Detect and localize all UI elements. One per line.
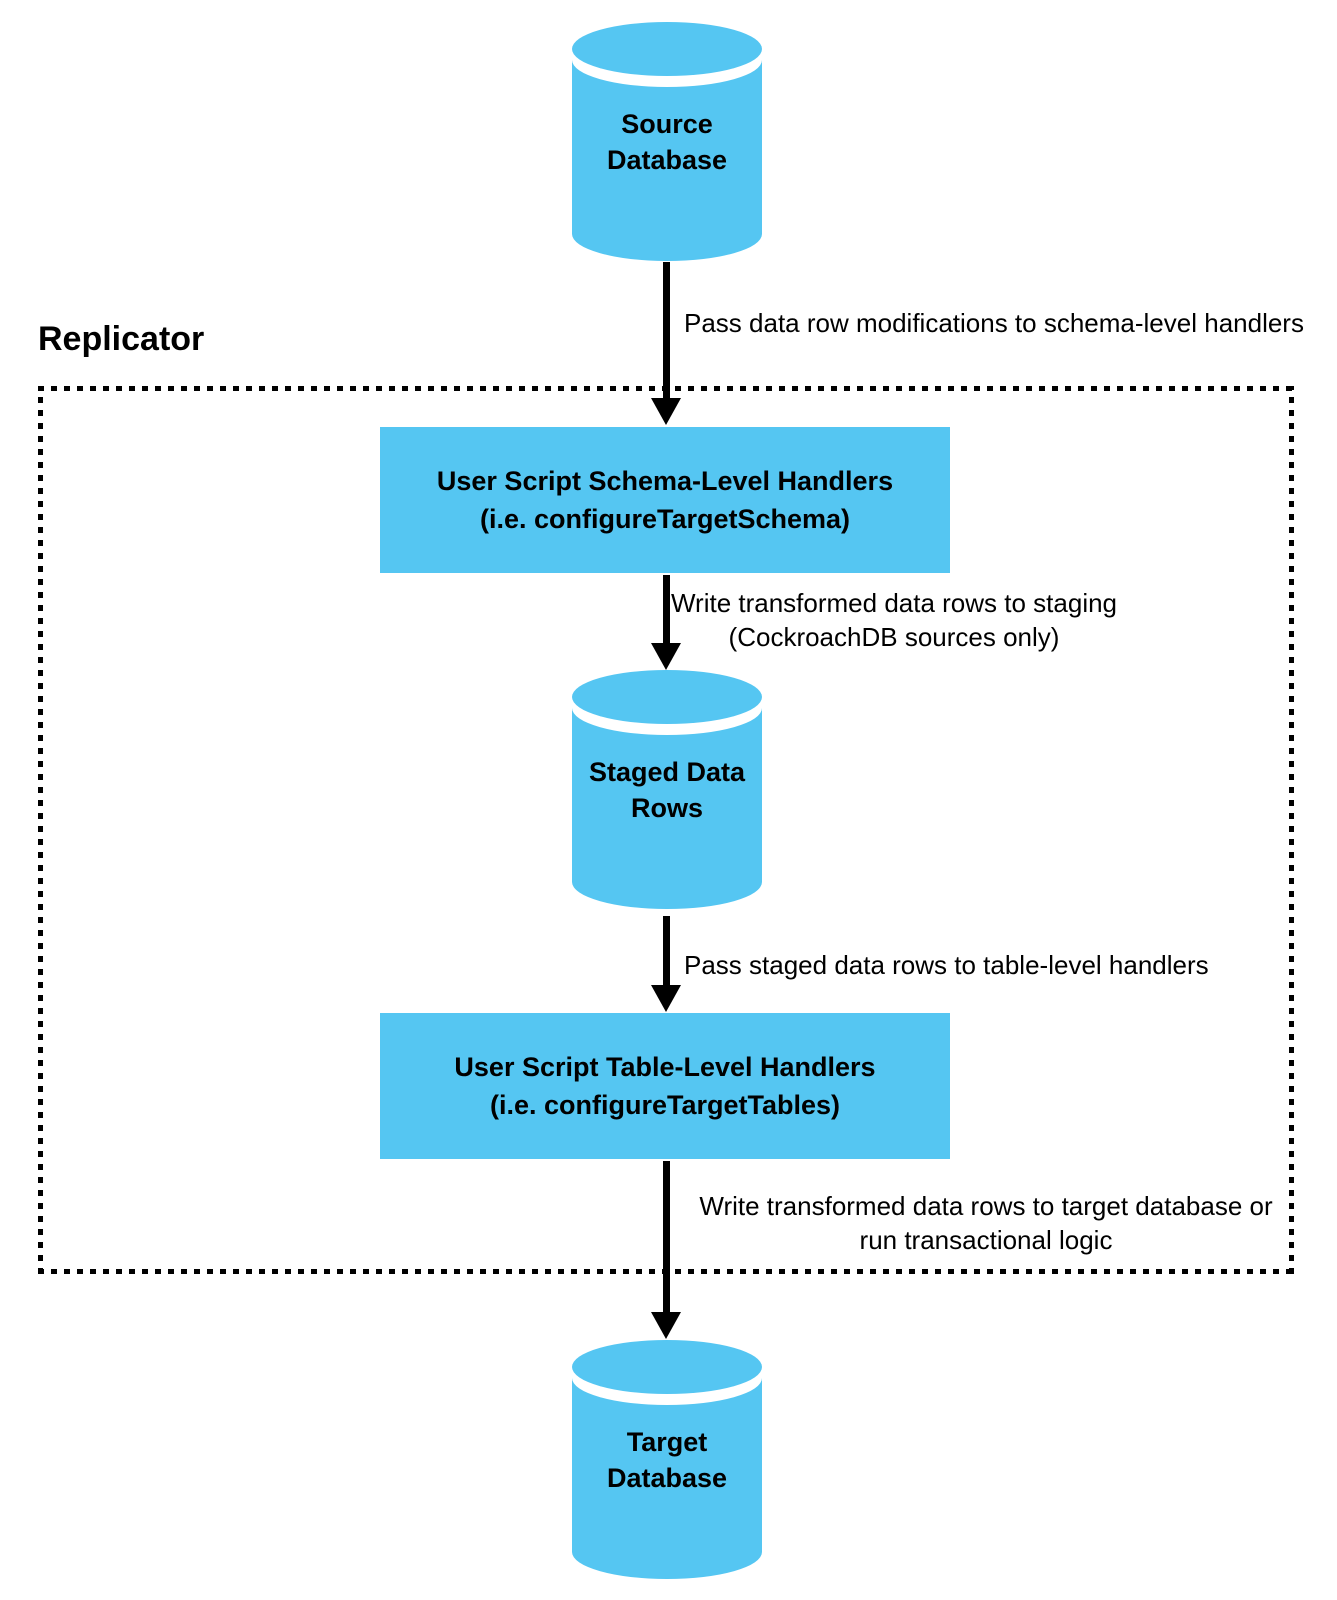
arrow-table-to-target (651, 1161, 681, 1339)
node-label-line: (i.e. configureTargetSchema) (479, 504, 851, 534)
node-label-line: Rows (630, 793, 703, 823)
node-label-line: Source (621, 109, 713, 139)
target-database-label: Target Database (572, 1340, 762, 1580)
database-cylinder-icon (572, 670, 762, 909)
database-cylinder-icon (572, 22, 762, 261)
replicator-title: Replicator (38, 320, 205, 358)
edge-label-table-to-target: Write transformed data rows to target da… (672, 1189, 1300, 1257)
database-cylinder-icon (572, 1340, 762, 1579)
edge-label-line: Write transformed data rows to target da… (699, 1191, 1273, 1221)
target-database-node: Target Database (572, 1340, 762, 1580)
node-label-line: User Script Table-Level Handlers (454, 1052, 876, 1082)
node-label-line: User Script Schema-Level Handlers (436, 466, 894, 496)
arrow-head-icon (651, 1312, 681, 1339)
arrow-head-icon (651, 985, 681, 1012)
arrow-shaft (662, 916, 670, 985)
edge-label-line: (CockroachDB sources only) (728, 622, 1060, 652)
edge-label-schema-to-staged: Write transformed data rows to staging (… (664, 586, 1124, 654)
table-handlers-node: User Script Table-Level Handlers (i.e. c… (380, 1013, 950, 1159)
arrow-shaft (662, 1161, 670, 1312)
node-label-line: Database (606, 145, 728, 175)
node-label-line: Database (606, 1463, 728, 1493)
arrow-head-icon (651, 643, 681, 670)
arrow-staged-to-table (651, 916, 681, 1012)
arrow-shaft (662, 575, 670, 643)
edge-label-staged-to-table: Pass staged data rows to table-level han… (684, 950, 1209, 980)
edge-label-line: run transactional logic (859, 1225, 1113, 1255)
staged-data-rows-label: Staged Data Rows (572, 670, 762, 910)
source-database-label: Source Database (572, 22, 762, 262)
staged-data-rows-node: Staged Data Rows (572, 670, 762, 910)
source-database-node: Source Database (572, 22, 762, 262)
arrow-shaft (662, 262, 670, 398)
arrow-schema-to-staged (651, 575, 681, 670)
node-label-line: Target (626, 1427, 708, 1457)
edge-label-line: Write transformed data rows to staging (670, 588, 1118, 618)
schema-handlers-node: User Script Schema-Level Handlers (i.e. … (380, 427, 950, 573)
edge-label-source-to-schema: Pass data row modifications to schema-le… (684, 308, 1304, 338)
node-label-line: (i.e. configureTargetTables) (489, 1090, 841, 1120)
node-label-line: Staged Data (588, 757, 746, 787)
